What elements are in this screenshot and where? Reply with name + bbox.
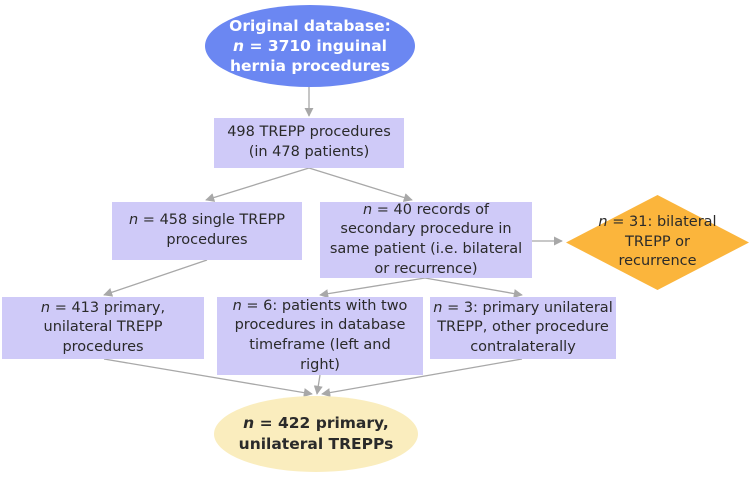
arrow-records-to-six	[319, 277, 426, 299]
node-single-trepp: n = 458 single TREPP procedures	[112, 202, 302, 260]
node-trepp-procedures: 498 TREPP procedures (in 478 patients)	[214, 118, 404, 168]
node-single-trepp-line2: procedures	[166, 232, 248, 248]
arrow-primary-to-final	[103, 358, 313, 398]
node-original-database-line2: n = 3710 inguinal	[229, 36, 391, 56]
node-bilateral-recurrence-line1: n = 31: bilateral	[598, 213, 716, 233]
node-bilateral-recurrence-line2: TREPP or	[624, 233, 691, 250]
n-variable: n	[243, 414, 255, 433]
node-two-procedures-line1: n = 6: patients with two	[233, 297, 408, 317]
node-contralateral: n = 3: primary unilateral TREPP, other p…	[430, 297, 616, 359]
node-primary-unilateral-line1-text: = 413 primary,	[50, 299, 166, 316]
arrow-records-to-three	[424, 277, 523, 299]
arrow-six-to-final	[313, 374, 323, 395]
diamond-shape	[566, 195, 749, 290]
node-secondary-records-line4: or recurrence)	[374, 260, 478, 277]
node-final-cohort-line1-text: = 422 primary,	[254, 414, 389, 433]
node-final-cohort-line1: n = 422 primary,	[239, 413, 394, 434]
node-two-procedures-line3: timeframe (left and	[249, 337, 391, 353]
node-original-database: Original database: n = 3710 inguinal her…	[205, 5, 415, 87]
node-secondary-records-line1: n = 40 records of	[330, 201, 522, 221]
node-original-database-line3: hernia procedures	[229, 57, 390, 76]
node-two-procedures-line4: right)	[300, 356, 340, 373]
n-variable: n	[129, 212, 139, 229]
node-contralateral-line1: n = 3: primary unilateral	[433, 299, 612, 319]
node-trepp-procedures-line1: 498 TREPP procedures	[227, 124, 391, 141]
node-primary-unilateral: n = 413 primary, unilateral TREPP proced…	[2, 297, 204, 359]
node-original-database-line2-text: = 3710 inguinal	[244, 36, 387, 55]
node-secondary-records-line1-text: = 40 records of	[372, 201, 490, 218]
node-two-procedures-line1-text: = 6: patients with two	[241, 297, 408, 314]
arrow-three-to-final	[321, 358, 523, 398]
arrow-trepp-to-records	[308, 167, 413, 202]
node-trepp-procedures-line2: (in 478 patients)	[248, 144, 370, 160]
node-primary-unilateral-line3: procedures	[62, 338, 144, 355]
n-variable: n	[233, 36, 245, 55]
node-secondary-records: n = 40 records of secondary procedure in…	[320, 202, 532, 278]
arrow-single-to-primary	[103, 259, 208, 297]
node-contralateral-line2: TREPP, other procedure	[437, 319, 609, 336]
node-secondary-records-line2: secondary procedure in	[340, 221, 512, 238]
node-single-trepp-line1-text: = 458 single TREPP	[138, 212, 285, 229]
arrow-trepp-to-single	[205, 167, 310, 202]
node-final-cohort-line2: unilateral TREPPs	[238, 435, 394, 453]
node-contralateral-line3: contralaterally	[470, 338, 576, 355]
node-original-database-line1: Original database:	[229, 16, 391, 35]
n-variable: n	[362, 201, 373, 218]
node-two-procedures: n = 6: patients with two procedures in d…	[217, 297, 423, 375]
node-two-procedures-line2: procedures in database	[234, 317, 406, 334]
n-variable: n	[232, 297, 242, 314]
node-primary-unilateral-line1: n = 413 primary,	[41, 299, 165, 319]
node-single-trepp-line1: n = 458 single TREPP	[129, 211, 285, 231]
n-variable: n	[598, 214, 608, 231]
node-secondary-records-line3: same patient (i.e. bilateral	[329, 241, 523, 257]
n-variable: n	[433, 299, 443, 316]
node-bilateral-recurrence-line3: recurrence	[618, 253, 697, 270]
node-contralateral-line1-text: = 3: primary unilateral	[442, 299, 613, 316]
node-bilateral-recurrence-line1-text: = 31: bilateral	[607, 214, 717, 231]
node-bilateral-recurrence: n = 31: bilateral TREPP or recurrence	[566, 195, 749, 290]
node-primary-unilateral-line2: unilateral TREPP	[43, 319, 163, 336]
n-variable: n	[40, 299, 51, 316]
node-final-cohort: n = 422 primary, unilateral TREPPs	[214, 396, 418, 472]
